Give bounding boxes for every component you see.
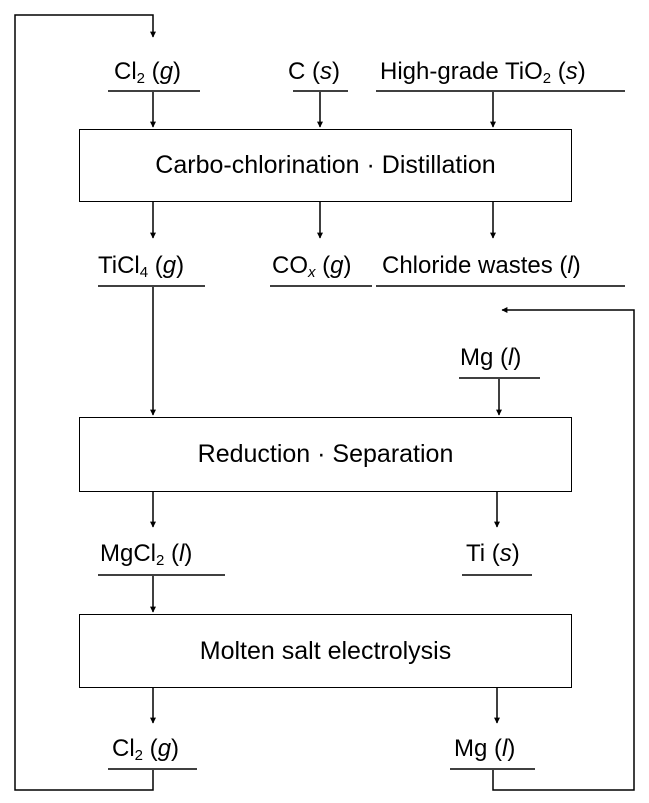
label-cox: COx (g): [272, 252, 352, 281]
label-ti-product: Ti (s): [466, 540, 520, 567]
label-mgcl2: MgCl2 (l): [100, 540, 193, 569]
molten-salt-electrolysis-box: Molten salt electrolysis: [79, 614, 572, 688]
label-chloride-wastes: Chloride wastes (l): [382, 252, 581, 279]
label-ticl4: TiCl4 (g): [98, 252, 185, 281]
mg-recycle-loop: [492, 307, 635, 791]
label-carbon-feed: C (s): [288, 58, 341, 85]
carbo-chlorination-box: Carbo-chlorination · Distillation: [79, 129, 572, 202]
cl2-recycle-loop: [14, 14, 156, 791]
label-mg-feed: Mg (l): [460, 344, 522, 371]
label-cl2-product: Cl2 (g): [112, 735, 180, 764]
reduction-separation-box: Reduction · Separation: [79, 417, 572, 492]
label-mg-product: Mg (l): [454, 735, 516, 762]
label-tio2-feed: High-grade TiO2 (s): [380, 58, 586, 87]
label-cl2-feed: Cl2 (g): [114, 58, 182, 87]
